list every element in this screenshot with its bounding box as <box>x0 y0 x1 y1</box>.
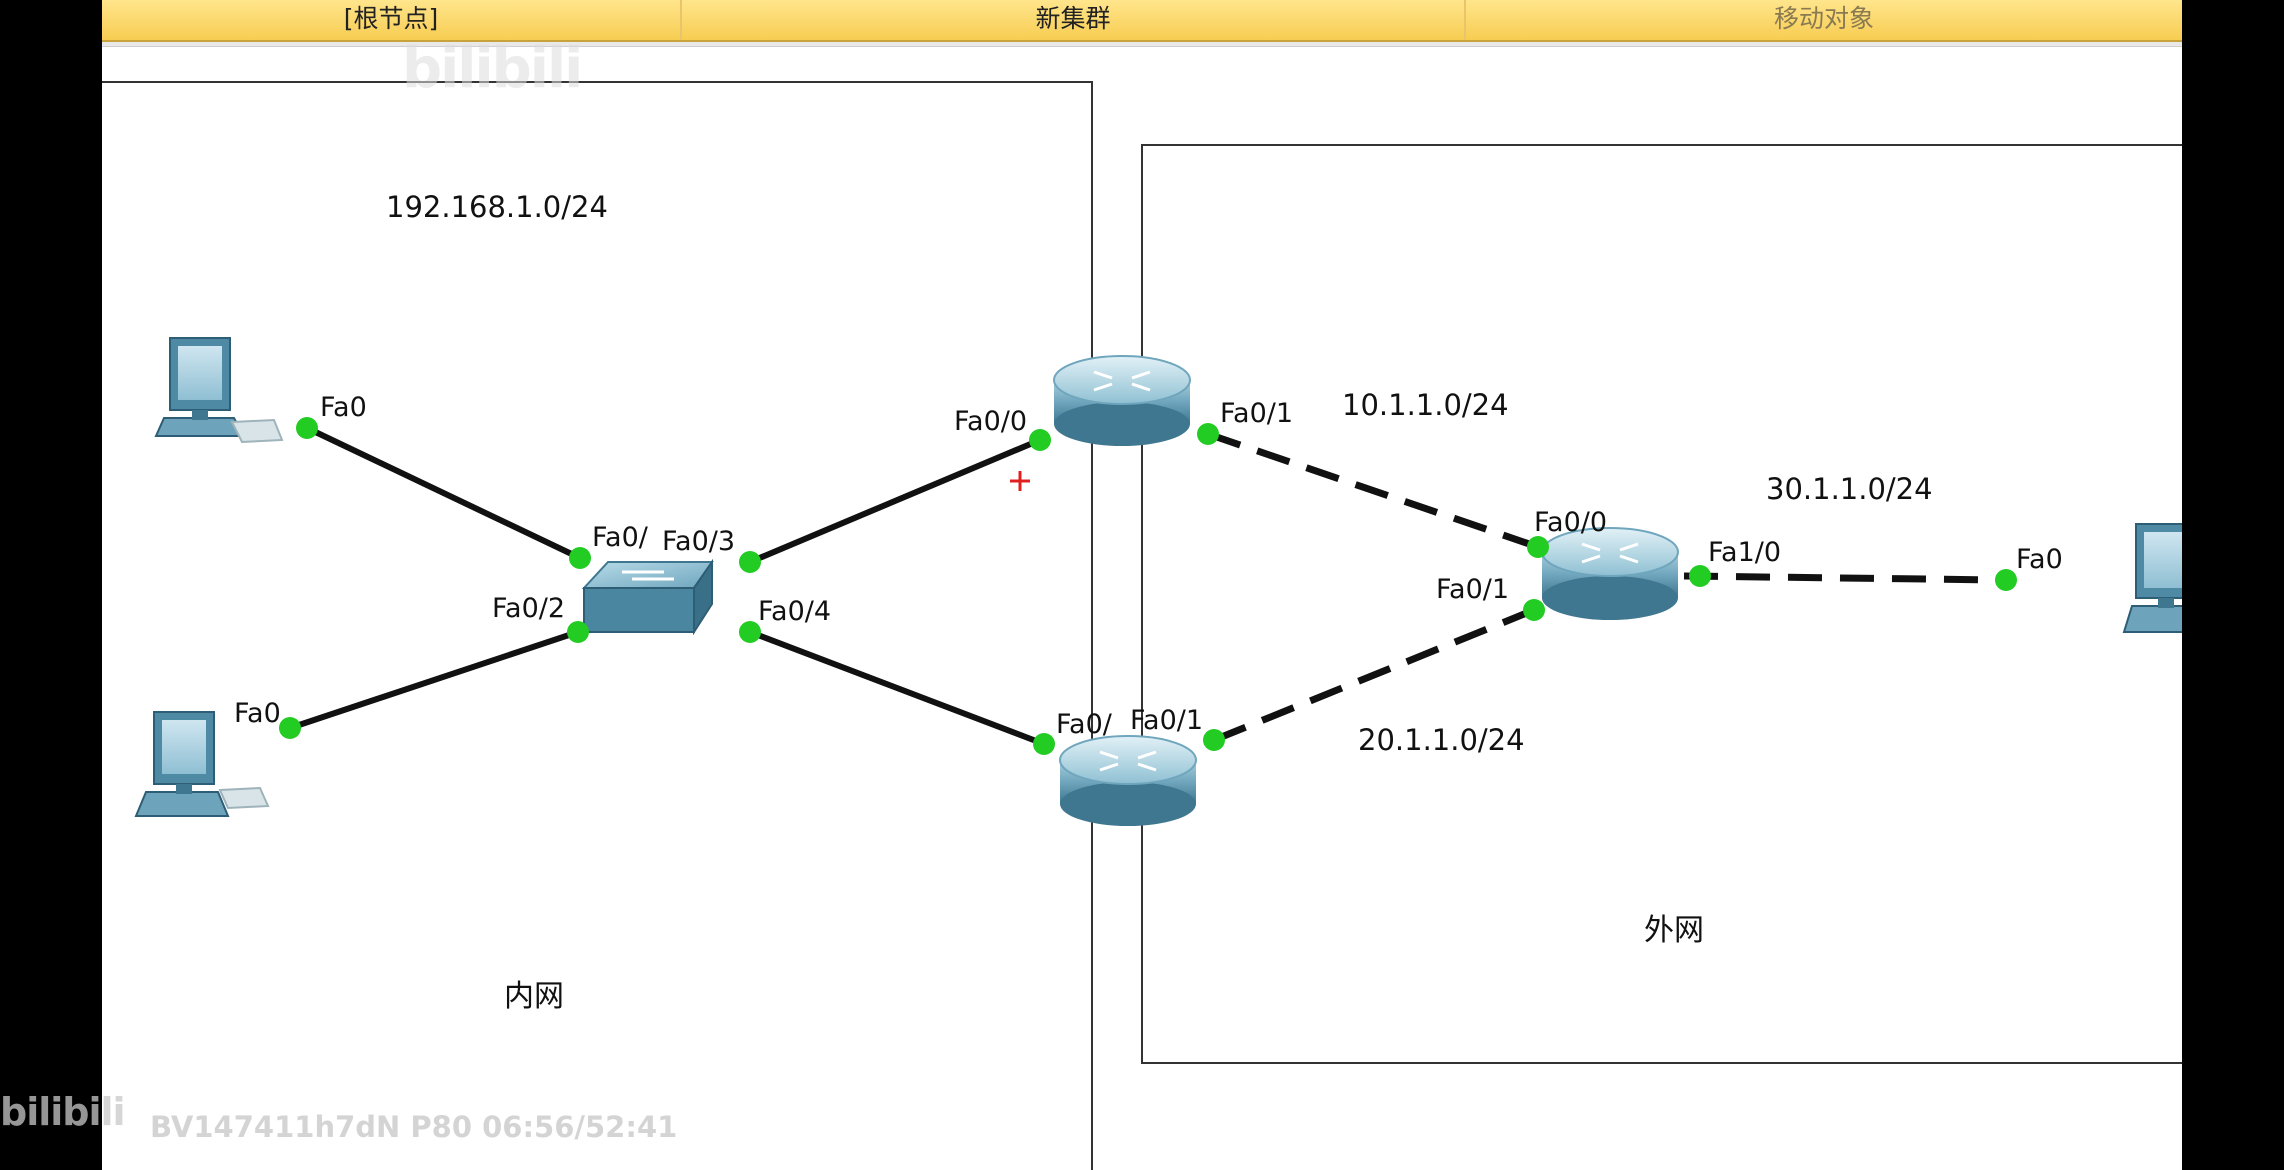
link-light-r2-fa01 <box>1203 729 1225 751</box>
port-label-r3-fa00: Fa0/0 <box>1534 507 1607 538</box>
link-light-pc2 <box>279 717 301 739</box>
link-light-sw-fa04 <box>739 621 761 643</box>
network-label-r2-link: 20.1.1.0/24 <box>1358 723 1525 757</box>
network-label-r3-lan: 30.1.1.0/24 <box>1766 472 1933 506</box>
link-light-pc3 <box>1995 569 2017 591</box>
link-light-r2-fa00 <box>1033 733 1055 755</box>
video-info-overlay: BV147411h7dN P80 06:56/52:41 <box>150 1110 678 1144</box>
move-object-button[interactable]: 移动对象 <box>1773 4 1874 33</box>
port-label-sw-fa01: Fa0/ <box>592 522 649 553</box>
port-label-pc1-fa0: Fa0 <box>320 392 367 423</box>
port-label-pc3-fa0: Fa0 <box>2016 544 2063 575</box>
cable-router2-router3[interactable] <box>1212 606 1536 744</box>
link-light-r3-fa01 <box>1523 599 1545 621</box>
pc2-device[interactable] <box>134 711 270 817</box>
cable-switch-router1[interactable] <box>748 437 1042 565</box>
port-label-r3-fa01: Fa0/1 <box>1436 574 1509 605</box>
switch-device[interactable] <box>581 558 714 636</box>
new-cluster-button[interactable]: 新集群 <box>682 0 1466 40</box>
cable-pc1-switch[interactable] <box>305 425 582 561</box>
cable-switch-router2[interactable] <box>748 629 1046 747</box>
router1-device[interactable] <box>1053 355 1191 446</box>
link-light-sw-fa03 <box>739 551 761 573</box>
packet-tracer-workspace[interactable]: [根节点] 新集群 移动对象 <box>102 0 2182 1170</box>
link-light-r1-fa00 <box>1029 429 1051 451</box>
workspace-navigation-bar: [根节点] 新集群 移动对象 <box>102 0 2182 42</box>
zone-label-outer: 外网 <box>1644 913 1704 948</box>
workspace-subbar <box>102 42 2182 47</box>
port-label-pc2-fa0: Fa0 <box>234 698 281 729</box>
router2-device[interactable] <box>1059 735 1197 826</box>
link-light-r3-fa00 <box>1527 536 1549 558</box>
cursor-cross-icon <box>1010 471 1030 491</box>
port-label-sw-fa03: Fa0/3 <box>662 526 735 557</box>
network-label-lan: 192.168.1.0/24 <box>386 190 608 224</box>
network-label-r1-link: 10.1.1.0/24 <box>1342 388 1509 422</box>
cable-pc2-switch[interactable] <box>289 629 579 731</box>
bilibili-watermark-logo: bilibili <box>402 36 583 101</box>
link-lights <box>279 417 2017 755</box>
port-label-r1-fa01: Fa0/1 <box>1220 398 1293 429</box>
port-label-r3-fa10: Fa1/0 <box>1708 537 1781 568</box>
cable-router3-pc3[interactable] <box>1683 572 2003 584</box>
pc3-device[interactable] <box>2122 523 2182 633</box>
logical-workspace-canvas[interactable]: Fa0 Fa0 Fa0/ Fa0/2 Fa0/3 Fa0/4 Fa0/0 Fa0… <box>102 0 2182 1170</box>
router3-device[interactable] <box>1541 527 1679 620</box>
link-light-pc1 <box>296 417 318 439</box>
zone-label-inner: 内网 <box>504 979 564 1014</box>
inner-network-area[interactable] <box>102 81 1093 1170</box>
link-light-sw-fa02 <box>567 621 589 643</box>
outer-network-area[interactable] <box>1141 144 2182 1064</box>
port-label-r2-fa00: Fa0/ <box>1056 709 1113 740</box>
port-label-sw-fa04: Fa0/4 <box>758 596 831 627</box>
link-light-sw-fa01 <box>569 547 591 569</box>
link-light-r1-fa01 <box>1197 423 1219 445</box>
cable-router1-router3[interactable] <box>1206 430 1540 551</box>
pc1-device[interactable] <box>154 337 284 444</box>
port-label-sw-fa02: Fa0/2 <box>492 593 565 624</box>
port-label-r1-fa00: Fa0/0 <box>954 406 1027 437</box>
bilibili-corner-logo: bilibili <box>0 1090 126 1134</box>
link-light-r3-fa10 <box>1689 565 1711 587</box>
port-label-r2-fa01: Fa0/1 <box>1130 705 1203 736</box>
root-node-button[interactable]: [根节点] <box>102 0 682 40</box>
